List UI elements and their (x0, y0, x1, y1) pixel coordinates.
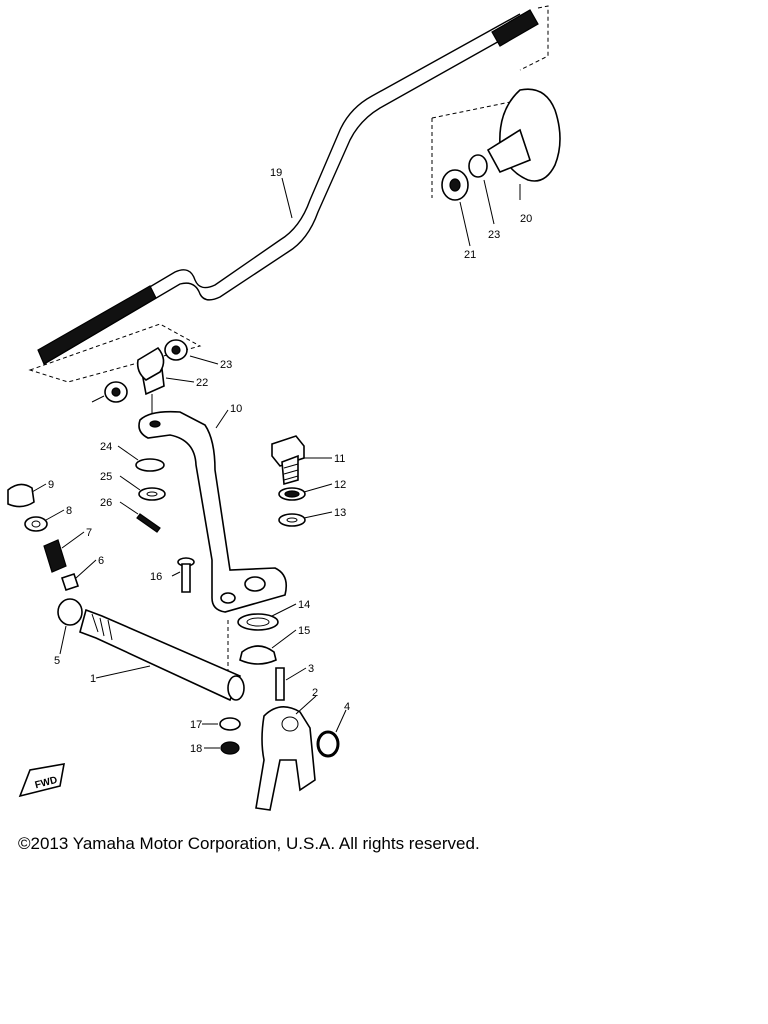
part-label-7: 7 (86, 527, 92, 539)
part-label-2: 2 (312, 687, 318, 699)
knob-assembly (431, 88, 561, 201)
part-label-11: 11 (334, 453, 345, 465)
part-label-21: 21 (464, 249, 476, 261)
part-label-22: 22 (196, 377, 208, 389)
part-label-26: 26 (100, 497, 112, 509)
leader-lines (31, 177, 521, 749)
fwd-arrow-icon: FWD (18, 763, 65, 798)
part-label-23b: 23 (220, 359, 232, 371)
part-label-4: 4 (344, 701, 350, 713)
part-label-16: 16 (150, 571, 162, 583)
washers-left (135, 458, 166, 533)
washer-circlip (219, 717, 241, 755)
part-label-14: 14 (298, 599, 310, 611)
part-label-12: 12 (334, 479, 346, 491)
shift-fork (255, 667, 340, 811)
part-label-15: 15 (298, 625, 310, 637)
part-label-8: 8 (66, 505, 72, 517)
part-label-13: 13 (334, 507, 346, 519)
part-label-19: 19 (270, 167, 282, 179)
collar (227, 613, 279, 690)
lever-arm (138, 410, 288, 613)
detent-parts (7, 483, 80, 592)
part-label-6: 6 (98, 555, 104, 567)
part-label-18: 18 (190, 743, 202, 755)
part-label-23a: 23 (488, 229, 500, 241)
part-label-20: 20 (520, 213, 532, 225)
part-label-25: 25 (100, 471, 112, 483)
shift-shaft (57, 598, 245, 702)
copyright-notice: ©2013 Yamaha Motor Corporation, U.S.A. A… (18, 834, 480, 853)
joint-block (28, 323, 202, 420)
part-label-1: 1 (90, 673, 96, 685)
bolt-and-washers (271, 435, 306, 527)
shift-rod (37, 5, 549, 365)
pin (177, 557, 195, 593)
part-label-5: 5 (54, 655, 60, 667)
part-label-17: 17 (190, 719, 202, 731)
part-label-10: 10 (230, 403, 242, 415)
part-label-3: 3 (308, 663, 314, 675)
part-label-24: 24 (100, 441, 112, 453)
part-label-9: 9 (48, 479, 54, 491)
parts-exploded-diagram: 19 20 21 23 22 23 10 11 12 13 24 25 26 9… (7, 5, 561, 811)
part-number-labels: 19 20 21 23 22 23 10 11 12 13 24 25 26 9… (48, 167, 532, 755)
